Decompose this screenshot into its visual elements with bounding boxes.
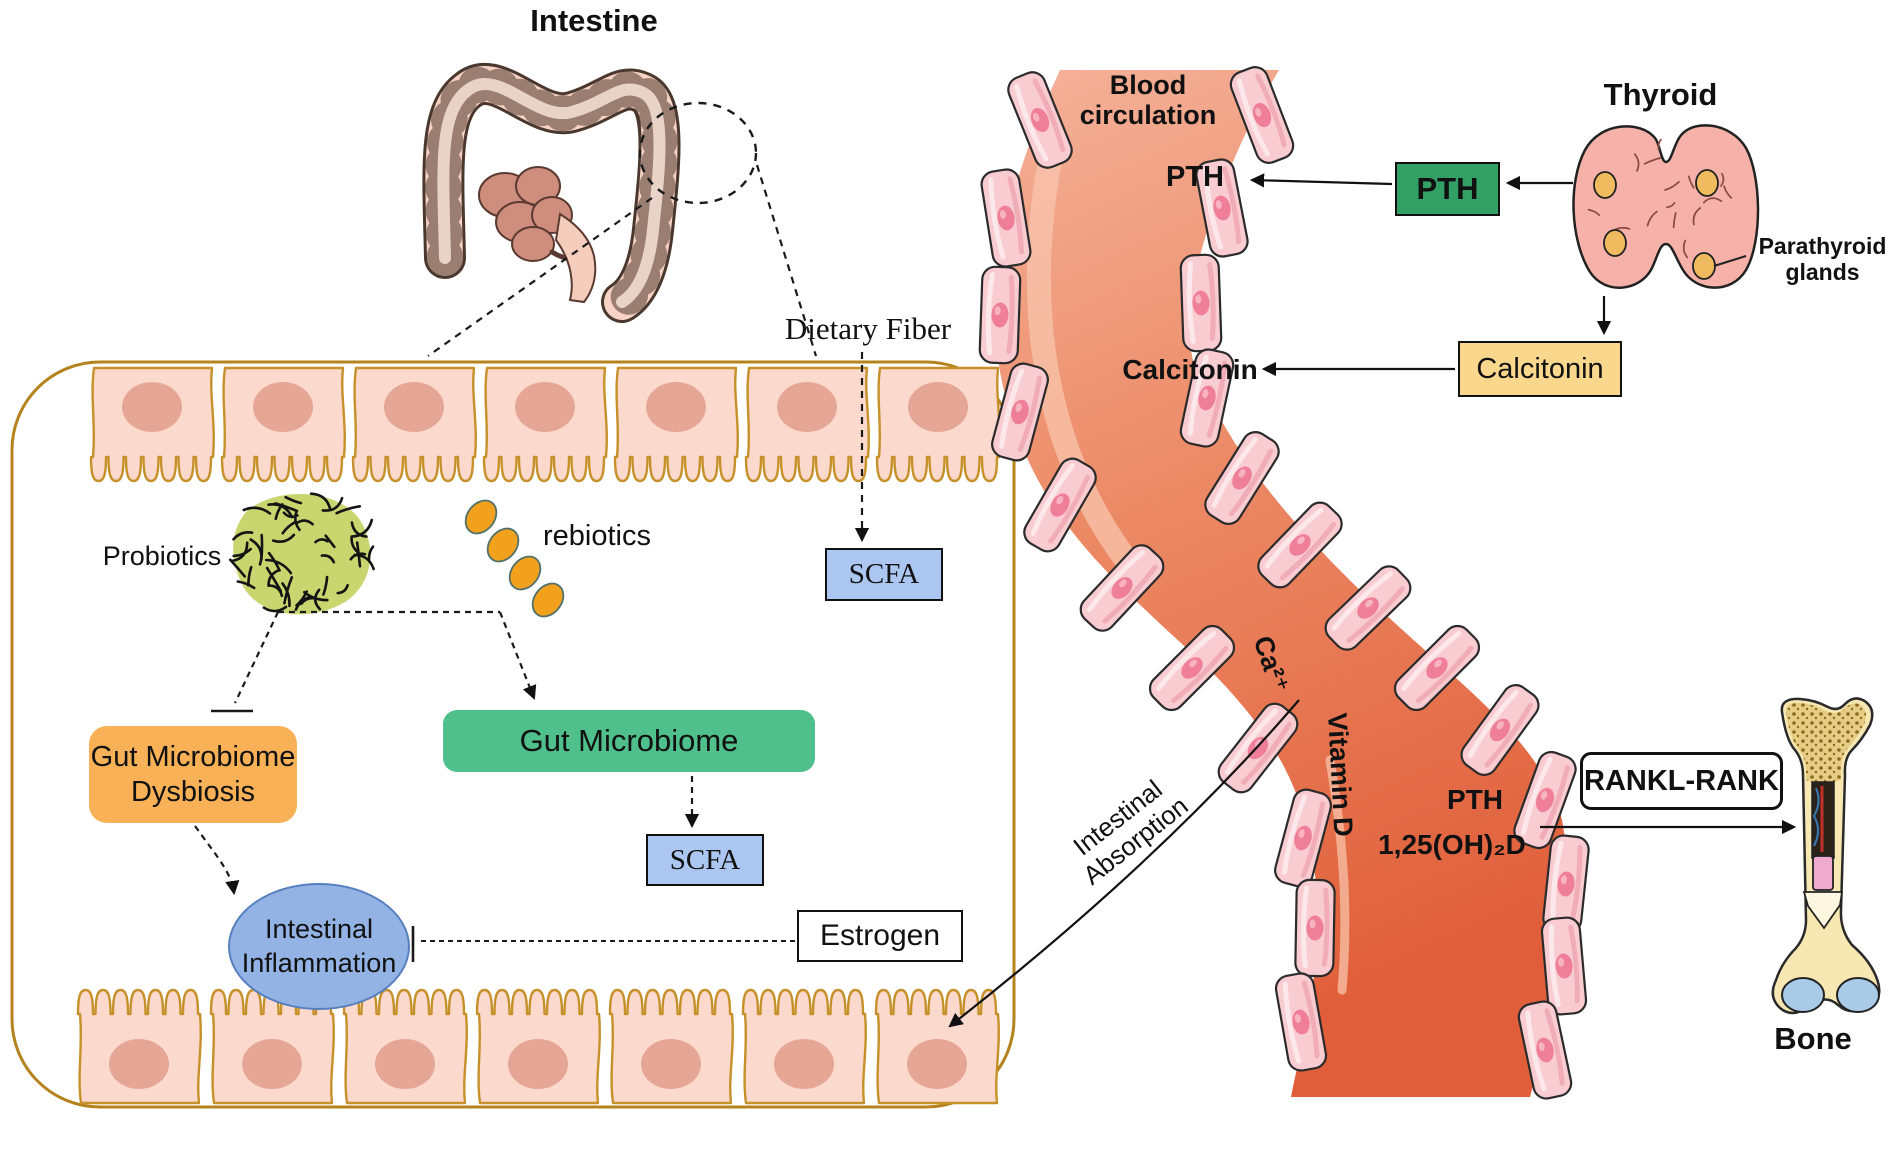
thyroid-illustration — [1572, 124, 1760, 289]
pth-box: PTH — [1395, 162, 1500, 216]
dietary-fiber-label: Dietary Fiber — [784, 311, 952, 346]
rankl-rank-box: RANKL-RANK — [1580, 752, 1783, 810]
intestinal-inflammation-ellipse: Intestinal Inflammation — [228, 883, 410, 1010]
blood-circulation-label: Blood circulation — [1079, 70, 1217, 130]
scfa-box-mid: SCFA — [646, 834, 764, 886]
blood-vessel — [979, 63, 1590, 1101]
calcitonin-box: Calcitonin — [1458, 341, 1622, 397]
probiotics-label: Probiotics — [102, 541, 222, 571]
gut-dysbiosis-box: Gut Microbiome Dysbiosis — [89, 726, 297, 823]
epithelium-bottom-row — [76, 988, 1000, 1105]
epithelium-top-row — [89, 366, 1001, 483]
dihydroxy-vitamin-d-label: 1,25(OH)₂D — [1378, 829, 1526, 860]
thyroid-title: Thyroid — [1603, 77, 1718, 112]
prebiotics-label: rebiotics — [543, 520, 651, 552]
pth-free-label: PTH — [1166, 161, 1224, 193]
parathyroid-glands-label: Parathyroid glands — [1758, 233, 1887, 285]
bone-title: Bone — [1774, 1021, 1852, 1056]
estrogen-box: Estrogen — [797, 910, 963, 962]
gut-microbiome-box: Gut Microbiome — [443, 710, 815, 772]
vitamin-d-label: Vitamin D — [1322, 712, 1359, 838]
pth-lower-label: PTH — [1447, 784, 1503, 815]
intestine-title: Intestine — [530, 3, 658, 38]
hormone-arrows — [948, 173, 1797, 1028]
bone-illustration — [1771, 697, 1881, 1015]
prebiotics-beads — [464, 499, 565, 618]
panel-connectors — [194, 352, 870, 962]
scfa-box-top: SCFA — [825, 548, 943, 601]
intestine-illustration — [422, 63, 818, 357]
calcitonin-free-label: Calcitonin — [1122, 354, 1258, 385]
gut-panel-border — [10, 360, 1016, 1109]
probiotics-blob — [228, 492, 375, 615]
